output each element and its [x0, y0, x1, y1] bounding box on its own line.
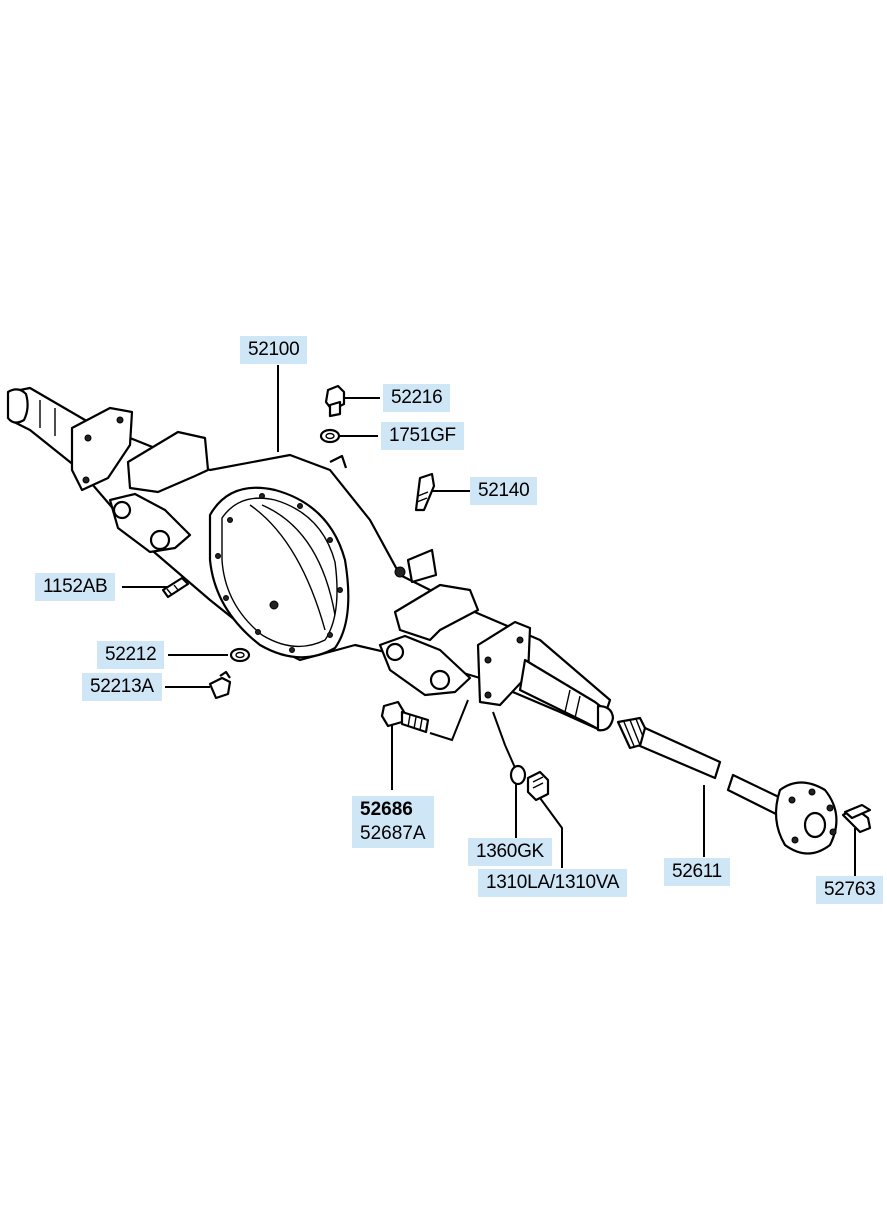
stud-52140[interactable] [414, 472, 436, 512]
hub-bolt-52763[interactable] [841, 803, 872, 834]
label-52212[interactable]: 52212 [97, 641, 165, 669]
label-52763[interactable]: 52763 [816, 876, 884, 904]
nut-1310LA[interactable] [526, 770, 550, 802]
label-1751GF[interactable]: 1751GF [381, 422, 464, 450]
leader-lines [122, 365, 856, 876]
label-52687A[interactable]: 52687A [360, 823, 426, 844]
label-52140[interactable]: 52140 [470, 477, 538, 505]
axle-shaft-52611[interactable] [616, 716, 838, 855]
label-52100[interactable]: 52100 [240, 336, 308, 364]
pin-1152AB[interactable] [161, 576, 190, 599]
label-52216[interactable]: 52216 [383, 384, 451, 412]
axle-housing[interactable] [6, 386, 615, 732]
label-52686-52687A[interactable]: 52686 52687A [352, 796, 434, 848]
label-1152AB[interactable]: 1152AB [35, 573, 116, 601]
bolt-52216[interactable] [324, 384, 346, 418]
washer-1751GF[interactable] [319, 428, 341, 444]
washer-1360GK[interactable] [509, 764, 527, 786]
bolt-52686[interactable] [380, 700, 430, 734]
label-1360GK[interactable]: 1360GK [468, 838, 552, 866]
washer-52212[interactable] [229, 647, 251, 663]
label-1310LA-1310VA[interactable]: 1310LA/1310VA [478, 869, 628, 897]
plug-52213A[interactable] [208, 670, 232, 700]
label-52611[interactable]: 52611 [664, 858, 730, 886]
label-52686[interactable]: 52686 [360, 799, 413, 820]
label-52213A[interactable]: 52213A [82, 673, 162, 701]
